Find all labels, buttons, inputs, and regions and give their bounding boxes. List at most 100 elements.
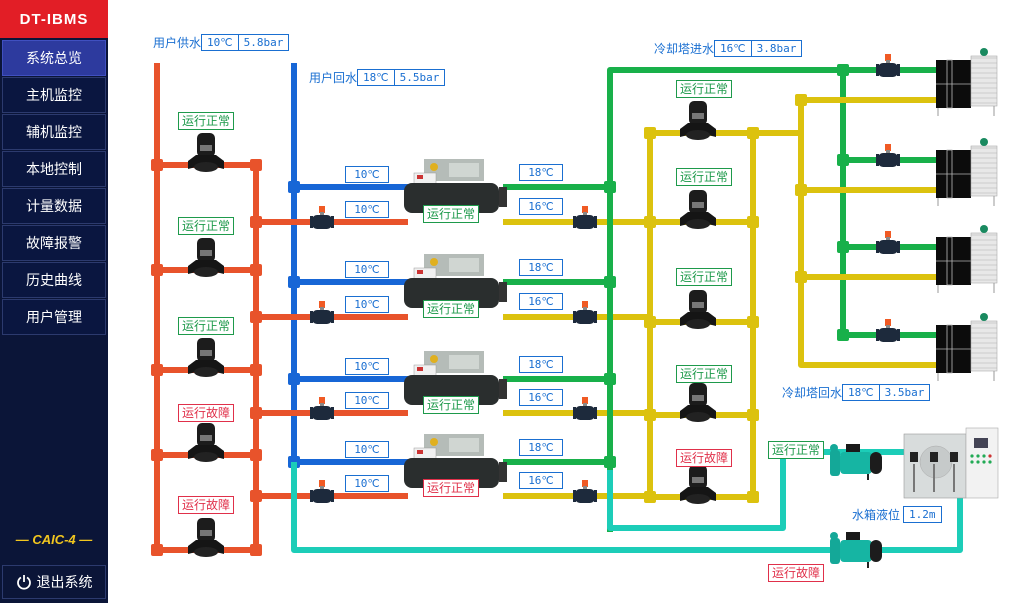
system-diagram: 用户供水 10℃ 5.8bar 用户回水 18℃ 5.5bar 冷却塔进水 16… xyxy=(108,0,1028,603)
pipe-fitting xyxy=(250,490,262,502)
pipe-fitting xyxy=(288,276,300,288)
chiller-evap-out-temp-2: 10℃ xyxy=(345,296,389,313)
cooling-pump-status-4: 运行正常 xyxy=(676,365,733,383)
cooling-tower-2[interactable] xyxy=(936,138,998,206)
cooling-pump-status-3: 运行正常 xyxy=(676,268,733,286)
chiller-inlet-valve-4[interactable] xyxy=(310,480,334,503)
tower-out-pressure: 3.5bar xyxy=(879,384,931,401)
tower-out-readout: 冷却塔回水 18℃ 3.5bar xyxy=(782,384,931,401)
chiller-cond-out-temp-2: 18℃ xyxy=(519,259,563,276)
pipe-fitting xyxy=(837,241,849,253)
tower-in-label: 冷却塔进水 xyxy=(654,42,715,56)
logout-label: 退出系统 xyxy=(36,575,93,591)
pipe-fitting xyxy=(250,216,262,228)
pipe-fitting xyxy=(288,181,300,193)
cooling-pump-5[interactable] xyxy=(680,465,716,504)
sidebar-item-alarms[interactable]: 故障报警 xyxy=(2,225,106,261)
cooling-pump-4[interactable] xyxy=(680,383,716,422)
chilled-pump-4[interactable] xyxy=(188,423,224,462)
tank-level-value: 1.2m xyxy=(903,506,942,523)
sidebar-item-aux-monitor[interactable]: 辅机监控 xyxy=(2,114,106,150)
tower-valve-3[interactable] xyxy=(876,231,900,254)
pipe-fitting xyxy=(747,316,759,328)
condenser-valve-2[interactable] xyxy=(573,301,597,324)
pipe-fitting xyxy=(250,264,262,276)
chiller-inlet-valve-1[interactable] xyxy=(310,206,334,229)
sidebar-item-history[interactable]: 历史曲线 xyxy=(2,262,106,298)
user-return-label: 用户回水 xyxy=(309,71,358,85)
cooling-tower-3[interactable] xyxy=(936,225,998,293)
tower-valve-2[interactable] xyxy=(876,144,900,167)
pipe-fitting xyxy=(837,64,849,76)
tower-in-pressure: 3.8bar xyxy=(751,40,803,57)
makeup-pump-1[interactable] xyxy=(830,444,882,480)
chiller-status-2: 运行正常 xyxy=(423,300,480,318)
pipe-fitting xyxy=(151,264,163,276)
chiller-evap-in-temp-3: 10℃ xyxy=(345,358,389,375)
pipe-fitting xyxy=(795,184,807,196)
cooling-pump-status-5: 运行故障 xyxy=(676,449,733,467)
sidebar: DT-IBMS 系统总览 主机监控 辅机监控 本地控制 计量数据 故障报警 历史… xyxy=(0,0,108,603)
chilled-pump-5[interactable] xyxy=(188,518,224,557)
cooling-tower-4[interactable] xyxy=(936,313,998,381)
pipe-fitting xyxy=(151,364,163,376)
pipe-fitting xyxy=(250,159,262,171)
logout-button[interactable]: 退出系统 xyxy=(2,565,106,599)
cooling-pump-3[interactable] xyxy=(680,290,716,329)
cooling-pump-1[interactable] xyxy=(680,101,716,140)
pipe-fitting xyxy=(747,491,759,503)
user-supply-pressure: 5.8bar xyxy=(238,34,290,51)
user-return-pressure: 5.5bar xyxy=(394,69,446,86)
sidebar-item-overview[interactable]: 系统总览 xyxy=(2,40,106,76)
pipe-fitting xyxy=(250,449,262,461)
chilled-pump-status-2: 运行正常 xyxy=(178,217,235,235)
chilled-pump-1[interactable] xyxy=(188,133,224,172)
pipe-fitting xyxy=(747,216,759,228)
chiller-inlet-valve-3[interactable] xyxy=(310,397,334,420)
pipe-fitting xyxy=(747,409,759,421)
cooling-tower-1[interactable] xyxy=(936,48,998,116)
app-logo: DT-IBMS xyxy=(0,0,108,38)
user-return-temp: 18℃ xyxy=(357,69,395,86)
tower-valve-4[interactable] xyxy=(876,319,900,342)
sidebar-item-local-control[interactable]: 本地控制 xyxy=(2,151,106,187)
user-supply-readout: 用户供水 10℃ 5.8bar xyxy=(153,34,290,51)
chiller-cond-in-temp-3: 16℃ xyxy=(519,389,563,406)
pipe-fitting xyxy=(644,127,656,139)
power-icon xyxy=(16,575,31,590)
condenser-valve-4[interactable] xyxy=(573,480,597,503)
condenser-valve-1[interactable] xyxy=(573,206,597,229)
chilled-pump-status-1: 运行正常 xyxy=(178,112,235,130)
chiller-cond-out-temp-4: 18℃ xyxy=(519,439,563,456)
tower-in-readout: 冷却塔进水 16℃ 3.8bar xyxy=(654,40,803,57)
sidebar-item-metering[interactable]: 计量数据 xyxy=(2,188,106,224)
pipe-fitting xyxy=(250,407,262,419)
cooling-pump-2[interactable] xyxy=(680,190,716,229)
chiller-evap-out-temp-3: 10℃ xyxy=(345,392,389,409)
tower-in-temp: 16℃ xyxy=(714,40,752,57)
sidebar-item-users[interactable]: 用户管理 xyxy=(2,299,106,335)
pipe-network xyxy=(151,48,999,568)
sidebar-item-host-monitor[interactable]: 主机监控 xyxy=(2,77,106,113)
chiller-cond-in-temp-4: 16℃ xyxy=(519,472,563,489)
tower-out-label: 冷却塔回水 xyxy=(782,386,843,400)
chiller-inlet-valve-2[interactable] xyxy=(310,301,334,324)
chilled-pump-2[interactable] xyxy=(188,238,224,277)
chilled-pump-status-4: 运行故障 xyxy=(178,404,235,422)
pipe-fitting xyxy=(644,216,656,228)
pipe-fitting xyxy=(250,544,262,556)
chilled-pump-3[interactable] xyxy=(188,338,224,377)
makeup-pump-status-1: 运行正常 xyxy=(768,441,825,459)
chilled-pump-status-3: 运行正常 xyxy=(178,317,235,335)
tank-level-label: 水箱液位 xyxy=(852,508,901,522)
water-tank[interactable] xyxy=(903,427,999,499)
cooling-supply-header xyxy=(607,67,936,532)
makeup-pump-2[interactable] xyxy=(830,532,882,568)
tower-valve-1[interactable] xyxy=(876,54,900,77)
chilled-pump-status-5: 运行故障 xyxy=(178,496,235,514)
chiller-status-1: 运行正常 xyxy=(423,205,480,223)
tower-return-header xyxy=(798,100,936,368)
chiller-evap-in-temp-1: 10℃ xyxy=(345,166,389,183)
condenser-valve-3[interactable] xyxy=(573,397,597,420)
pipe-fitting xyxy=(250,364,262,376)
